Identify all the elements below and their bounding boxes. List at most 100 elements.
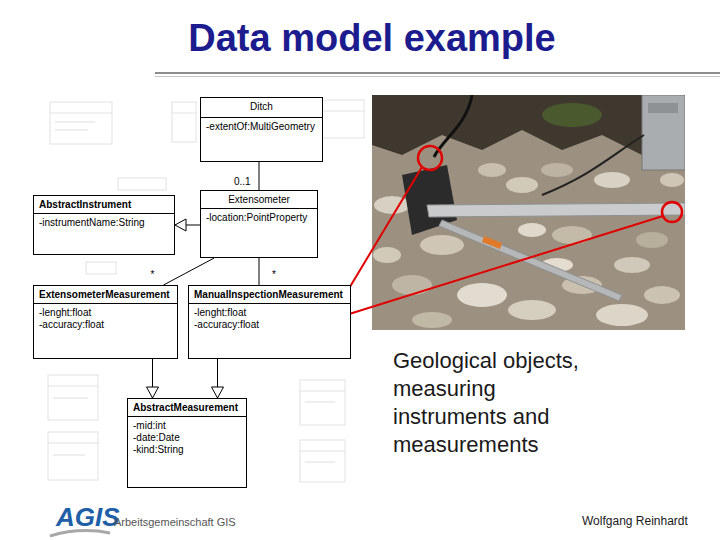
faint-box	[300, 440, 345, 482]
uml-class-box: AbstractMeasurement -mid:int-date:Date-ki…	[127, 398, 247, 488]
rock	[636, 232, 668, 248]
instrument-case	[642, 95, 685, 170]
logo-text: AGIS	[56, 502, 120, 532]
measuring-rod	[427, 203, 685, 217]
faint-box	[86, 262, 116, 274]
footer-organisation: Arbeitsgemeinschaft GIS	[114, 515, 236, 529]
generalization-arrowhead	[147, 387, 159, 398]
attribute-text: -accuracy:float	[39, 319, 104, 330]
rock	[478, 163, 506, 177]
slide-title: Data model example	[100, 16, 644, 60]
attribute-row: -lenght:float	[194, 307, 345, 319]
connector-line	[259, 162, 260, 190]
attribute-text: -instrumentName:String	[39, 217, 145, 228]
rock-crevice	[372, 95, 685, 155]
highlight-circle	[662, 202, 682, 222]
attribute-row: -extentOf:MultiGeometry	[206, 121, 317, 133]
cable	[434, 95, 472, 157]
rock	[412, 312, 452, 328]
attribute-text: -accuracy:float	[194, 319, 259, 330]
attribute-compartment: -lenght:float-accuracy:float	[34, 304, 177, 358]
faint-line	[48, 386, 98, 387]
attribute-row: -accuracy:float	[194, 319, 345, 331]
association-line	[164, 258, 215, 285]
rock	[614, 257, 650, 273]
faint-box	[50, 102, 112, 144]
title-rule-shadow	[155, 76, 720, 77]
attribute-row: -lenght:float	[39, 307, 172, 319]
uml-class-box: Extensometer -location:PointProperty	[200, 190, 318, 258]
faint-box	[118, 178, 166, 190]
class-name-compartment: ExtensometerMeasurement	[34, 286, 177, 304]
rock	[508, 300, 556, 320]
attribute-text: -date:Date	[133, 432, 180, 443]
faint-mark	[53, 397, 88, 399]
attribute-row: -date:Date	[133, 432, 241, 444]
association-line	[259, 258, 260, 285]
generalization-arrowhead	[212, 387, 224, 398]
rock	[541, 163, 573, 177]
attribute-row: -location:PointProperty	[206, 212, 312, 224]
class-name: ExtensometerMeasurement	[39, 289, 170, 300]
faint-box	[48, 432, 98, 480]
faint-box	[172, 102, 196, 142]
multiplicity-label: 0..1	[233, 176, 252, 188]
generalization-connector	[175, 219, 200, 231]
generalization-connector	[147, 359, 159, 398]
class-name: ManualInspectionMeasurement	[194, 289, 343, 300]
connector-line	[259, 258, 260, 285]
attribute-text: -lenght:float	[194, 307, 246, 318]
faint-line	[172, 113, 196, 114]
attribute-row: -mid:int	[133, 420, 241, 432]
attribute-compartment: -instrumentName:String	[34, 214, 174, 254]
measuring-rod	[439, 220, 622, 301]
uml-class-box: Ditch -extentOf:MultiGeometry	[200, 97, 323, 162]
uml-class-box: ManualInspectionMeasurement -lenght:float…	[188, 285, 351, 359]
attribute-compartment: -extentOf:MultiGeometry	[201, 118, 322, 161]
faint-mark	[53, 454, 85, 456]
faint-box	[300, 380, 345, 425]
uml-class-box: AbstractInstrument -instrumentName:String	[33, 195, 175, 255]
faint-box	[322, 100, 364, 138]
faint-box	[48, 375, 98, 420]
rock	[420, 235, 464, 255]
generalization-connector	[212, 359, 224, 398]
attribute-row: -accuracy:float	[39, 319, 172, 331]
faint-line	[300, 391, 345, 392]
class-name: AbstractInstrument	[39, 199, 131, 210]
attribute-compartment: -location:PointProperty	[201, 209, 317, 257]
class-name-compartment: Ditch	[201, 98, 322, 118]
leader-line	[330, 216, 663, 320]
scree-rocks	[373, 163, 684, 328]
class-name: Extensometer	[228, 194, 290, 205]
attribute-text: -kind:String	[133, 444, 184, 455]
association-line	[259, 162, 260, 190]
rock	[518, 223, 546, 237]
cable	[542, 135, 644, 195]
orange-tag	[482, 236, 502, 249]
attribute-compartment: -lenght:float-accuracy:float	[189, 304, 350, 358]
rock	[644, 286, 680, 304]
rock	[457, 283, 507, 307]
faint-mark	[305, 401, 335, 403]
faint-line	[322, 111, 364, 112]
faint-line	[50, 113, 112, 114]
rock	[374, 196, 410, 214]
class-name: AbstractMeasurement	[133, 402, 238, 413]
title-rule	[155, 72, 720, 74]
faint-mark	[305, 461, 335, 463]
generalization-arrowhead	[175, 219, 186, 231]
multiplicity-label: *	[271, 269, 277, 281]
faint-mark	[55, 129, 88, 131]
case-latch	[648, 103, 678, 113]
class-name-compartment: ManualInspectionMeasurement	[189, 286, 350, 304]
rock	[596, 304, 648, 326]
faint-mark	[55, 121, 95, 123]
rock	[506, 177, 538, 193]
faint-line	[48, 443, 98, 444]
rock	[594, 172, 630, 188]
moss	[542, 103, 602, 127]
